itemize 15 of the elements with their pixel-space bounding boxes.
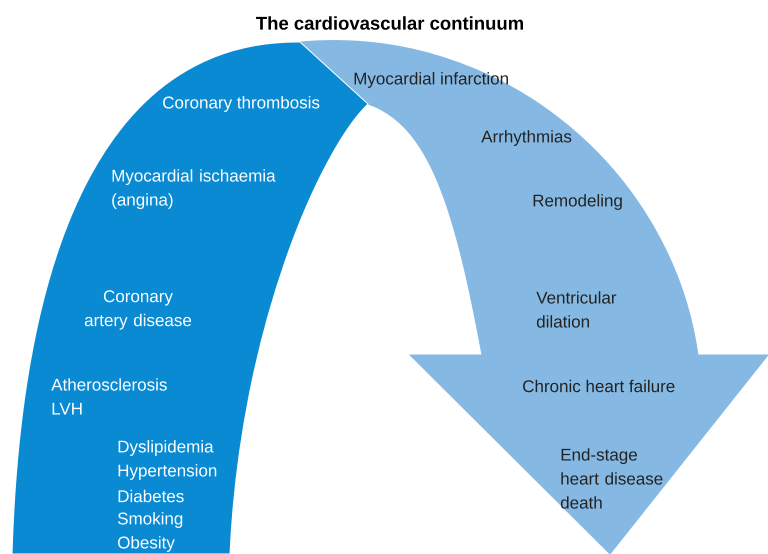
- band-label: Coronary artery disease: [84, 290, 192, 330]
- title: The cardiovascular continuum: [256, 16, 524, 30]
- band-label: Smoking: [118, 512, 182, 528]
- band-label: Chronic heart failure: [523, 380, 674, 392]
- band-label: End-stage heart disease death: [560, 448, 662, 509]
- band-label: Obesity: [118, 536, 175, 552]
- band-label: Diabetes: [118, 490, 184, 502]
- band-label: Dyslipidemia: [118, 440, 214, 456]
- band-label: Myocardial ischaemia (angina): [112, 169, 276, 210]
- band-label: Hypertension: [118, 464, 216, 480]
- band-label: Atherosclerosis LVH: [51, 378, 167, 415]
- band-label: Remodeling: [534, 194, 622, 210]
- band-label: Arrhythmias: [481, 130, 572, 146]
- band-label: Ventricular dilation: [536, 291, 616, 328]
- band-label: Coronary thrombosis: [163, 96, 320, 112]
